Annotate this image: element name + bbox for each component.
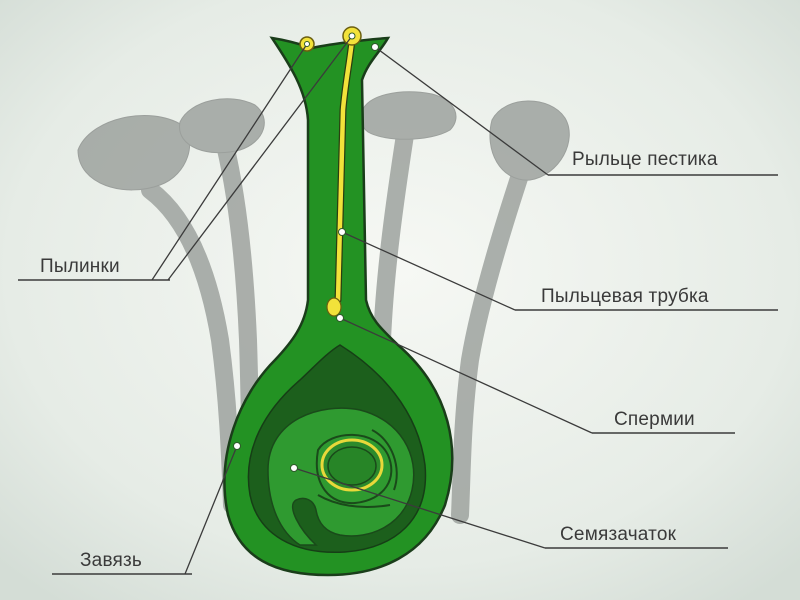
label-ovule: Семязачаток	[560, 524, 677, 545]
sperm-cells	[327, 298, 341, 316]
stamen-anther-right-inner	[361, 92, 456, 139]
label-pollen-tube: Пыльцевая трубка	[541, 286, 709, 307]
embryo-sac	[328, 447, 376, 485]
label-ovary: Завязь	[80, 550, 142, 571]
label-anthers: Пылинки	[40, 256, 120, 277]
dot-stigma	[372, 44, 379, 51]
dot-anthers-left	[305, 42, 310, 47]
dot-pollen-tube	[339, 229, 346, 236]
dot-anthers-center	[349, 33, 355, 39]
label-sperm: Спермии	[614, 409, 695, 430]
label-stigma: Рыльце пестика	[572, 149, 718, 170]
dot-ovary	[234, 443, 241, 450]
dot-ovule	[291, 465, 298, 472]
dot-sperm	[337, 315, 344, 322]
